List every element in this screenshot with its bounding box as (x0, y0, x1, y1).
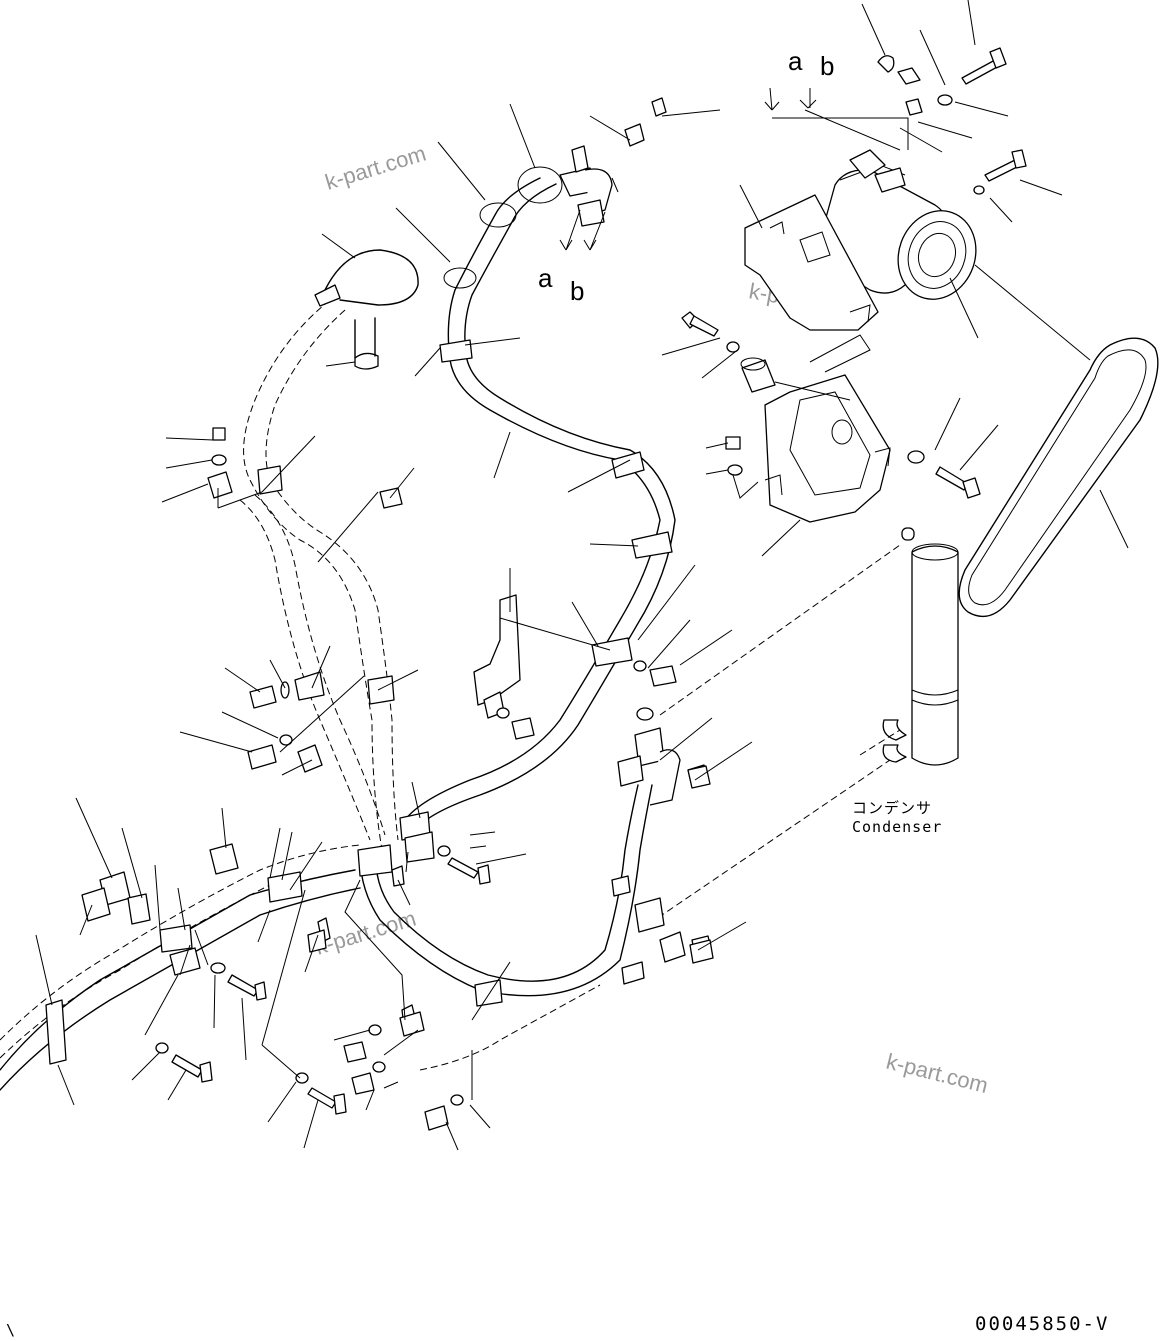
watermark-4: k-part.com (884, 1049, 991, 1098)
drive-belt (958, 337, 1159, 618)
bracket-bolt-small (725, 436, 743, 476)
condenser-label-japanese: コンデンサ (852, 799, 932, 817)
condenser-drier (882, 527, 959, 766)
bracket-bolt-right (907, 450, 981, 499)
compressor-top-bolts (877, 47, 1027, 195)
callout-a-top: a (788, 46, 803, 76)
mid-arrows (559, 177, 619, 251)
callout-b-top: b (820, 51, 834, 81)
hose-top-fitting (443, 97, 667, 289)
hose-clamps (45, 339, 673, 1065)
corner-mark: \ (6, 1321, 16, 1339)
callout-b-mid: b (570, 276, 584, 306)
callout-a-mid: a (538, 263, 553, 293)
leader-lines (35, 0, 1129, 1151)
bracket-spacer (740, 357, 776, 393)
hose-bracket-plate (473, 594, 521, 719)
compressor (820, 149, 977, 300)
cable-tie-loop (314, 249, 419, 370)
refrigerant-hoses (0, 177, 901, 1091)
watermark-1: k-part.com (322, 140, 429, 194)
condenser-label-english: Condenser (852, 818, 942, 836)
compressor-bracket-lower (764, 334, 891, 523)
drawing-number: 00045850-V (975, 1313, 1109, 1335)
fasteners (81, 427, 714, 1131)
compressor-bracket-upper (744, 194, 879, 331)
bracket-bolt-upper (681, 311, 740, 353)
